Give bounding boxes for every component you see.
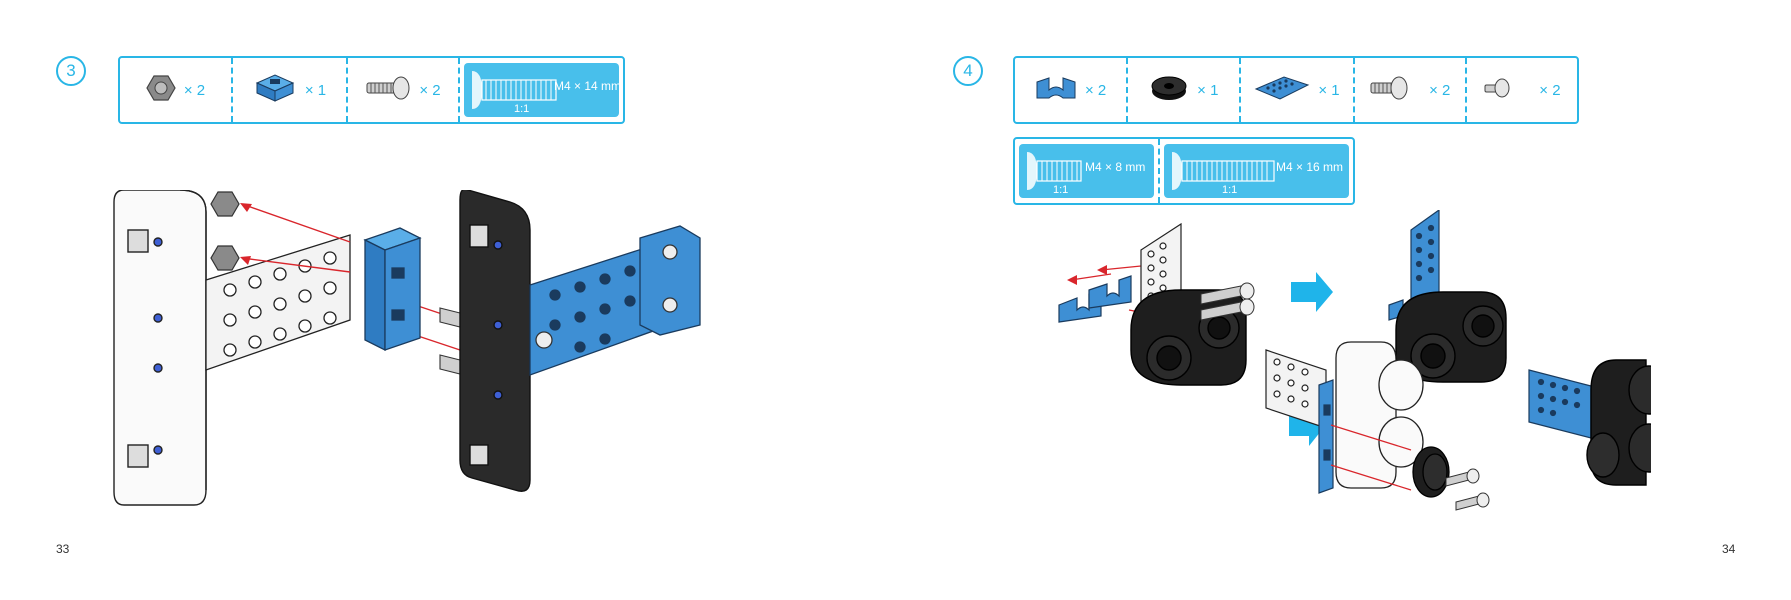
scale-label: 1:1 [1053, 184, 1069, 196]
blue-plate [529, 225, 701, 376]
screw-scale-icon [1172, 152, 1275, 190]
blue-curved-bracket-icon [1035, 74, 1077, 107]
screw-size-card: M4 × 16 mm 1:1 [1164, 144, 1349, 198]
assembly-arrows-2 [1330, 424, 1412, 491]
hex-nut-icon [146, 73, 176, 108]
screw-scale-icon [1027, 152, 1082, 190]
part-qty: × 1 [304, 81, 327, 99]
screw-icon [1369, 75, 1409, 106]
blue-bracket [363, 227, 422, 352]
part-qty: × 1 [1318, 81, 1340, 99]
part-qty: × 2 [1084, 81, 1107, 99]
page-33: 3 × 2 × 1 × 2 M4 × 14 mm 1:1 [0, 0, 895, 600]
assembly-illustration-step-3 [113, 190, 701, 506]
small-screw-icon [1483, 77, 1513, 104]
white-plate-2 [1265, 349, 1327, 429]
screw-size-label: M4 × 14 mm [554, 79, 622, 93]
screw-icon [365, 75, 411, 106]
part-qty: × 2 [1539, 81, 1561, 99]
black-sensor-2 [1395, 291, 1507, 383]
parts-list: × 2 × 1 × 2 M4 × 14 mm 1:1 [118, 56, 625, 124]
parts-list: × 2 × 1 × 1 × 2 × 2 [1013, 56, 1579, 124]
black-sensor-3 [1586, 359, 1651, 486]
screw-size-card: M4 × 8 mm 1:1 [1019, 144, 1154, 198]
screw-size-list: M4 × 8 mm 1:1 M4 × 16 mm 1:1 [1013, 137, 1355, 205]
screw-size-label: M4 × 8 mm [1085, 160, 1146, 174]
page-number: 34 [1722, 542, 1736, 556]
black-knob-icon [1149, 74, 1189, 107]
black-knob [1412, 446, 1450, 498]
part-cell-small-screw: × 2 [1467, 58, 1577, 122]
white-housing [113, 190, 207, 506]
blue-plate-horizontal [1528, 369, 1592, 439]
page-34: 4 × 2 × 1 × 1 × 2 [896, 0, 1791, 600]
page-number: 33 [56, 542, 70, 556]
blue-plate-icon [1254, 75, 1310, 106]
assembly-arrows [240, 203, 461, 351]
blue-bracket-small [1318, 379, 1334, 494]
small-screws [1445, 468, 1490, 511]
part-cell-plate: × 1 [1241, 58, 1355, 122]
part-qty: × 2 [183, 81, 206, 99]
part-cell-screw-size: M4 × 14 mm 1:1 [460, 58, 623, 122]
screw-scale-icon [472, 71, 557, 109]
part-cell-curved-bracket: × 2 [1015, 58, 1129, 122]
part-cell-screw: × 2 [348, 58, 460, 122]
screw-size-cell-16mm: M4 × 16 mm 1:1 [1160, 139, 1353, 203]
screw-size-cell-8mm: M4 × 8 mm 1:1 [1015, 139, 1160, 203]
step-number: 3 [56, 56, 86, 86]
assembly-illustration-step-4 [1058, 210, 1651, 511]
part-qty: × 1 [1197, 81, 1219, 99]
screw-size-label: M4 × 16 mm [1276, 160, 1344, 174]
part-qty: × 2 [419, 81, 441, 99]
part-cell-bracket: × 1 [233, 58, 348, 122]
white-sensor [1335, 341, 1424, 489]
part-cell-screw: × 2 [1355, 58, 1467, 122]
scale-label: 1:1 [1222, 184, 1238, 196]
part-cell-nut: × 2 [120, 58, 233, 122]
curved-brackets [1058, 275, 1132, 323]
screw-size-card: M4 × 14 mm 1:1 [464, 63, 622, 117]
part-qty: × 2 [1429, 81, 1451, 99]
screws [1200, 282, 1255, 321]
hex-nuts [210, 191, 240, 271]
scale-label: 1:1 [514, 103, 530, 115]
black-housing [459, 190, 531, 492]
part-cell-knob: × 1 [1128, 58, 1242, 122]
step-number: 4 [953, 56, 983, 86]
blue-bracket-icon [253, 73, 297, 108]
